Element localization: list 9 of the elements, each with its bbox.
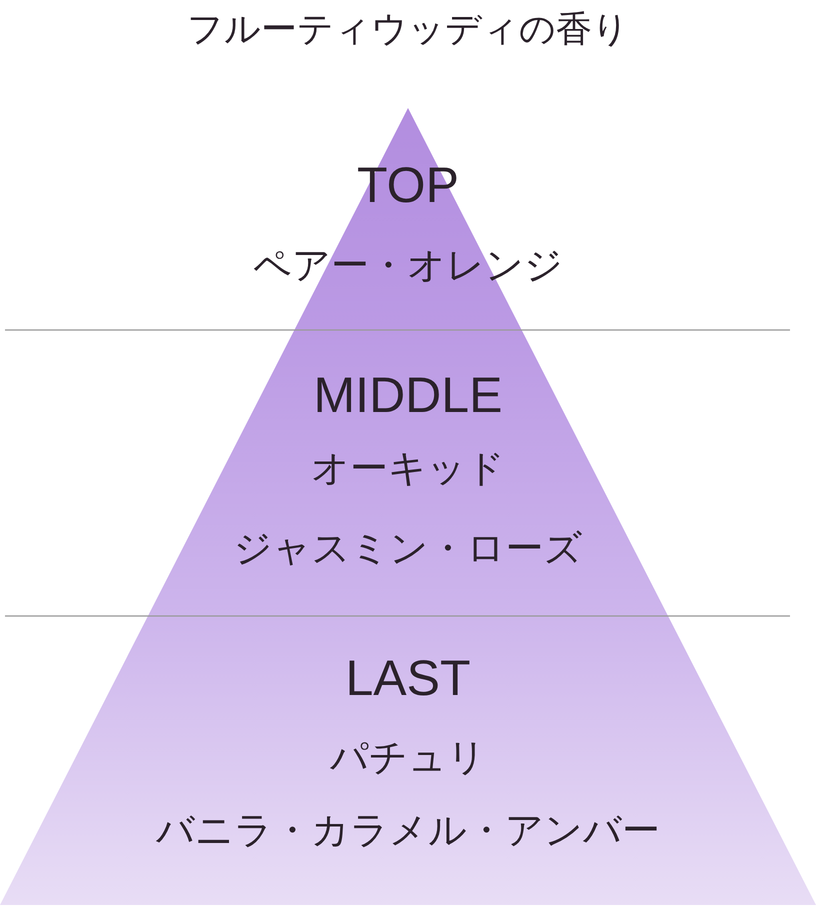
note-text: バニラ・カラメル・アンバー [156, 807, 660, 853]
note-text: パチュリ [330, 734, 486, 780]
note-text: ペアー・オレンジ [253, 242, 563, 288]
title: フルーティウッディの香り [187, 9, 629, 50]
note-text: ジャスミン・ローズ [234, 525, 582, 571]
pyramid-tier [0, 616, 816, 905]
tier-heading: LAST [345, 650, 471, 706]
tier-heading: MIDDLE [314, 367, 502, 423]
note-text: オーキッド [311, 445, 505, 491]
